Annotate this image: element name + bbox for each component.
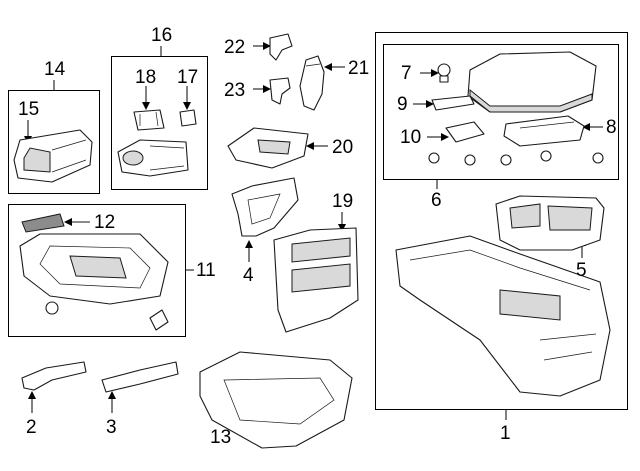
part-6-fasteners — [428, 150, 604, 166]
callout-8: 8 — [606, 117, 617, 138]
part-19-bezel — [273, 227, 359, 333]
part-18-clip — [133, 109, 165, 131]
callout-5: 5 — [576, 260, 587, 281]
part-15-tray — [13, 129, 93, 183]
callout-23: 23 — [224, 80, 246, 101]
part-11-panel — [19, 233, 169, 331]
part-9-plate — [431, 95, 475, 111]
group-box-1 — [375, 32, 628, 410]
part-22-clip — [269, 33, 293, 61]
callout-18: 18 — [135, 67, 157, 88]
part-23-clip — [269, 77, 291, 105]
callout-4: 4 — [243, 265, 254, 286]
callout-19: 19 — [332, 191, 354, 212]
group-box-14 — [8, 90, 100, 194]
callout-7: 7 — [401, 63, 412, 84]
part-2-bracket — [21, 361, 87, 391]
callout-21: 21 — [348, 58, 370, 79]
part-16-cupholder — [117, 139, 189, 177]
callout-6: 6 — [431, 190, 442, 211]
callout-11: 11 — [196, 260, 216, 281]
callout-15: 15 — [18, 99, 40, 120]
callout-16: 16 — [151, 25, 173, 46]
callout-12: 12 — [94, 212, 116, 233]
part-8-hinge — [503, 115, 585, 147]
callout-22: 22 — [224, 37, 246, 58]
callout-9: 9 — [397, 94, 408, 115]
part-5-bin — [495, 195, 605, 251]
part-6-armrest — [467, 51, 597, 113]
part-1-console — [395, 235, 611, 397]
callout-1: 1 — [500, 423, 511, 444]
group-box-6 — [383, 44, 619, 180]
part-20-plate — [227, 127, 309, 169]
group-box-16 — [111, 56, 208, 190]
callout-10: 10 — [400, 127, 422, 148]
part-7-screw — [437, 63, 451, 83]
callout-2: 2 — [26, 417, 37, 438]
part-4-bracket — [231, 177, 299, 237]
callout-3: 3 — [106, 417, 117, 438]
callout-14: 14 — [44, 59, 66, 80]
part-3-bracket — [101, 361, 179, 393]
callout-20: 20 — [332, 137, 354, 158]
part-17-block — [179, 109, 197, 127]
part-10-hinge — [445, 121, 485, 143]
callout-13: 13 — [210, 427, 232, 448]
group-box-11 — [8, 204, 186, 337]
part-21-knob — [299, 55, 325, 111]
callout-17: 17 — [177, 67, 199, 88]
part-13-base — [199, 351, 353, 449]
part-12-pad — [21, 213, 65, 233]
